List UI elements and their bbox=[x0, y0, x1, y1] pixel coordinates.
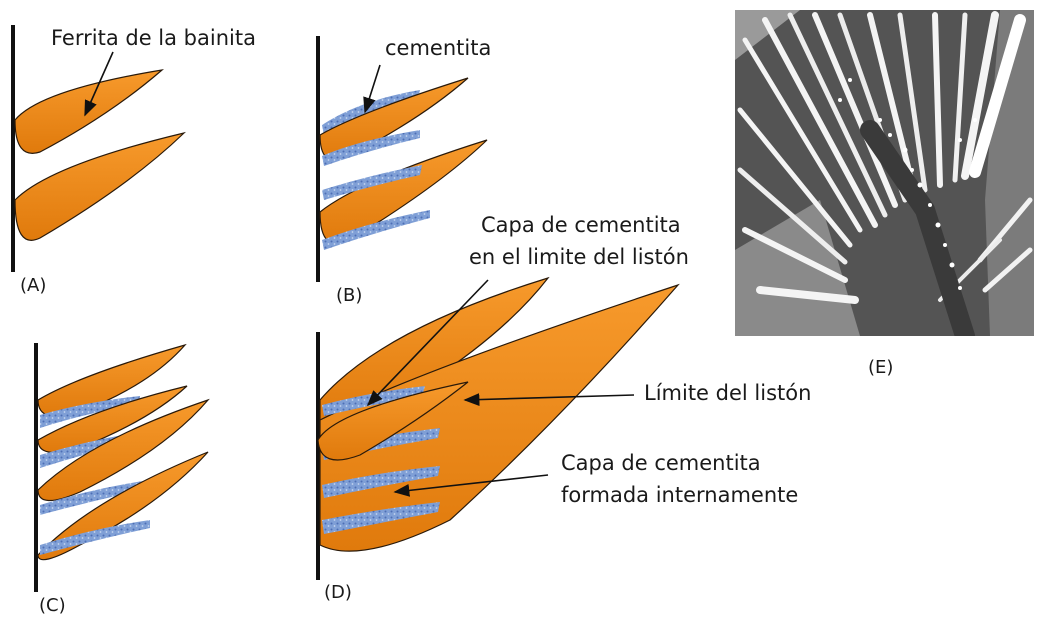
panel-c: (C) bbox=[36, 343, 208, 616]
ferrite-label: Ferrita de la bainita bbox=[51, 26, 256, 50]
panel-label-e: (E) bbox=[868, 357, 893, 378]
boundary-layer-label-line2: en el limite del listón bbox=[469, 245, 689, 269]
boundary-layer-label-line1: Capa de cementita bbox=[481, 213, 681, 237]
panel-b: cementita (B) bbox=[318, 36, 491, 306]
panel-label-a: (A) bbox=[20, 275, 46, 296]
panel-label-d: (D) bbox=[324, 582, 352, 603]
internal-layer-label-line2: formada internamente bbox=[561, 483, 798, 507]
panel-label-b: (B) bbox=[336, 285, 362, 306]
panel-label-c: (C) bbox=[39, 595, 66, 616]
lath-boundary-label: Límite del listón bbox=[644, 381, 811, 405]
bainite-micrograph: (E) bbox=[735, 10, 1034, 378]
ferrite-plate-a1 bbox=[15, 70, 162, 153]
internal-layer-label-line1: Capa de cementita bbox=[561, 451, 761, 475]
cementite-label: cementita bbox=[385, 36, 491, 60]
panel-a: Ferrita de la bainita (A) bbox=[13, 25, 256, 296]
